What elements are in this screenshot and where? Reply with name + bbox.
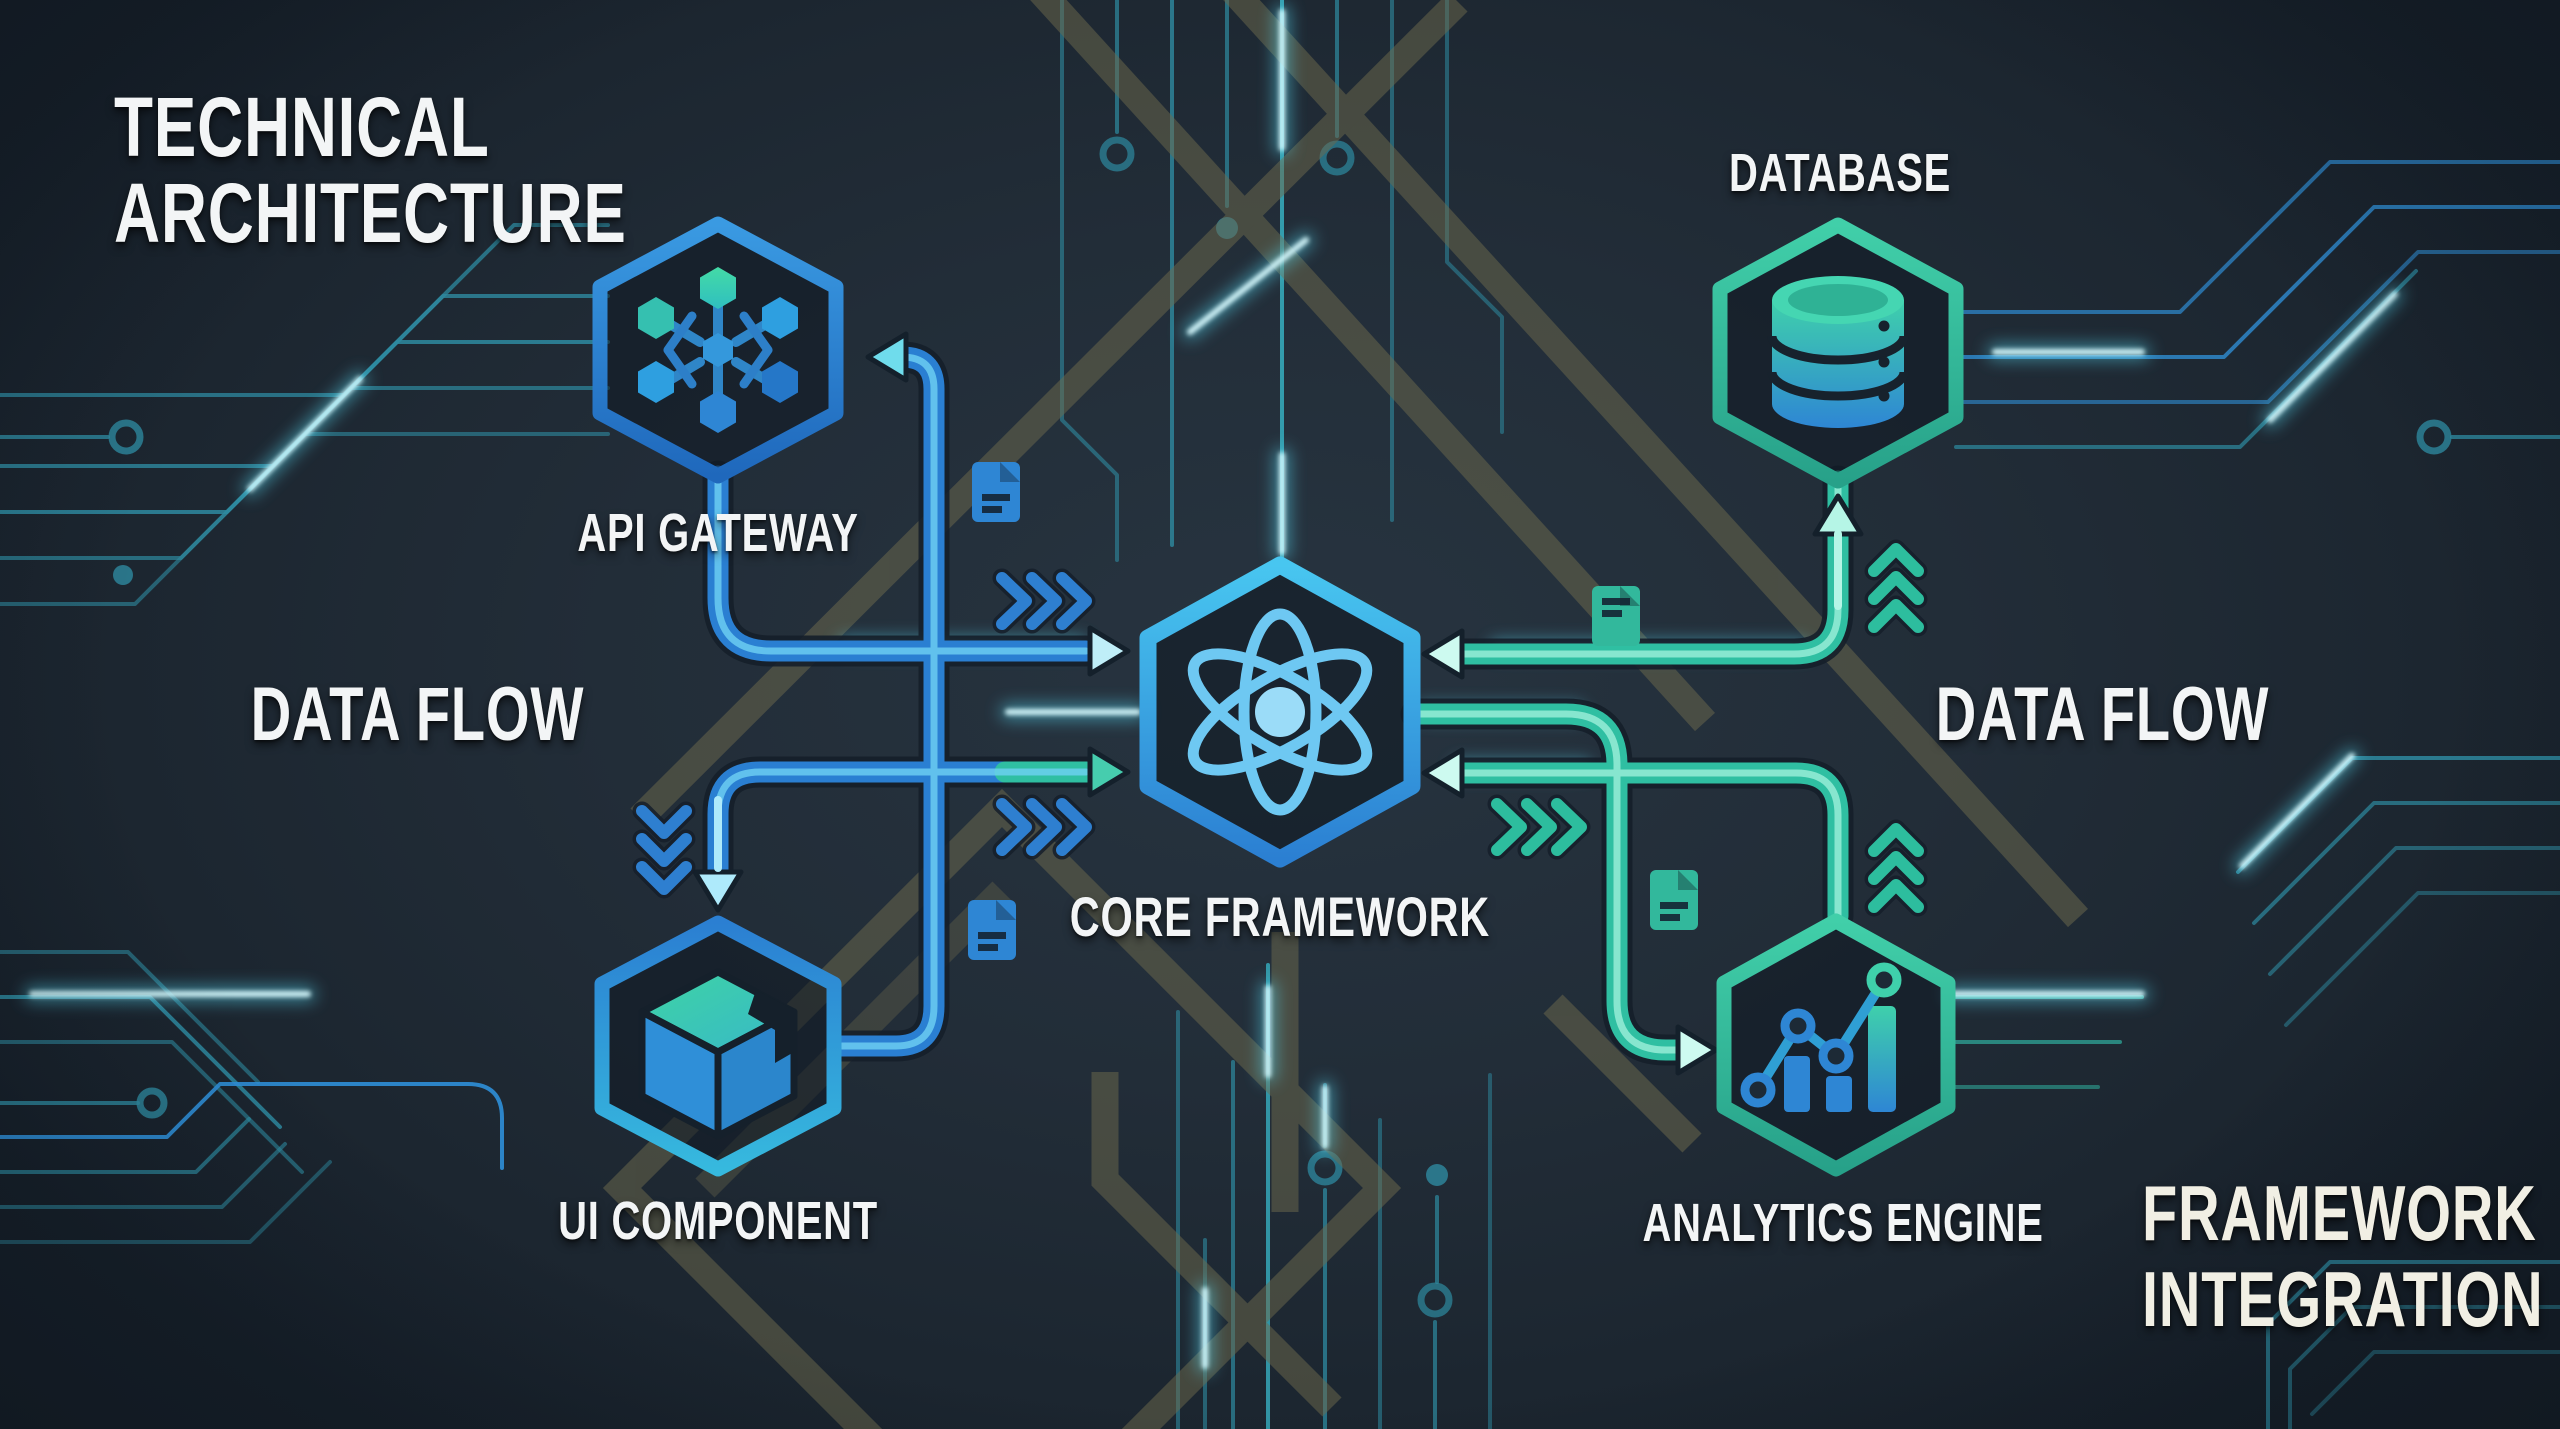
data-flow-right-label: DATA FLOW <box>1935 672 2269 757</box>
framework-integration-label: FRAMEWORK INTEGRATION <box>2142 1170 2560 1342</box>
arrow-into-analytics-icon <box>1675 1024 1719 1076</box>
arrow-into-core-from-analytics-icon <box>1421 747 1465 799</box>
document-icon <box>1650 870 1698 930</box>
data-flow-left-label: DATA FLOW <box>250 672 584 757</box>
api-gateway-label: API GATEWAY <box>577 503 859 563</box>
node-api-gateway <box>592 216 844 484</box>
arrow-into-core-upper-icon <box>1087 625 1131 677</box>
database-label: DATABASE <box>1729 143 1951 203</box>
arrow-up-to-database-icon <box>1812 493 1864 537</box>
node-core-framework <box>1139 556 1421 868</box>
node-database <box>1712 217 1964 489</box>
arrow-into-api-gateway-icon <box>865 331 909 383</box>
document-icon <box>972 462 1020 522</box>
node-ui-component <box>594 915 842 1177</box>
node-analytics-engine <box>1716 913 1956 1177</box>
page-title-line1: TECHNICAL <box>114 80 490 174</box>
core-framework-label: CORE FRAMEWORK <box>1069 885 1491 948</box>
page-title: TECHNICAL ARCHITECTURE <box>114 84 789 256</box>
analytics-engine-label: ANALYTICS ENGINE <box>1642 1193 2044 1253</box>
arrow-into-core-from-db-icon <box>1421 628 1465 680</box>
ui-component-label: UI COMPONENT <box>558 1191 878 1251</box>
database-cylinder-icon <box>1767 276 1909 428</box>
cube-icon <box>638 968 798 1140</box>
arrow-into-core-lower-icon <box>1087 746 1131 798</box>
document-icon <box>968 900 1016 960</box>
framework-integration-line1: FRAMEWORK <box>2142 1169 2537 1257</box>
page-title-line2: ARCHITECTURE <box>114 166 627 260</box>
framework-integration-line2: INTEGRATION <box>2142 1255 2544 1343</box>
document-icon <box>1592 586 1640 646</box>
arrow-into-ui-component-icon <box>692 869 744 913</box>
